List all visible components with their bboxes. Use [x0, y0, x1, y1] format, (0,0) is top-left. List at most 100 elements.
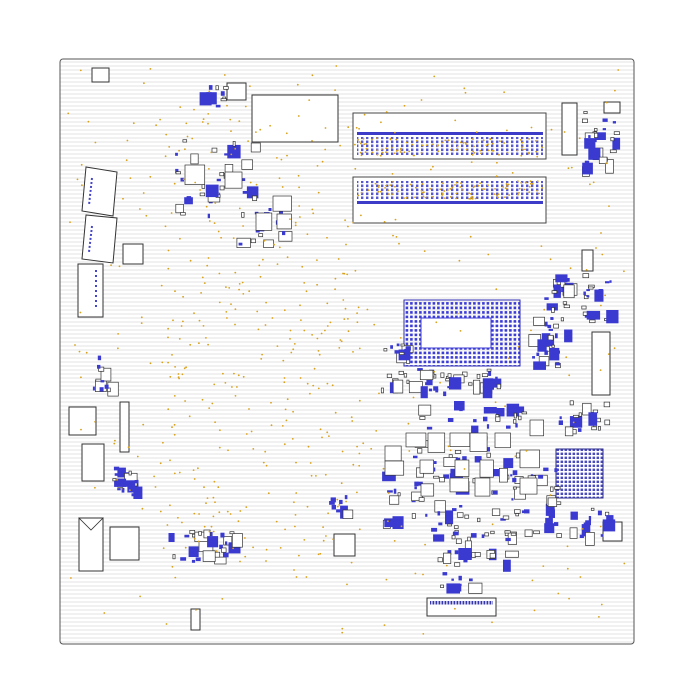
via — [193, 512, 196, 515]
via — [205, 502, 207, 505]
via — [508, 194, 511, 196]
smd-pad — [506, 425, 511, 429]
via — [234, 147, 237, 150]
via — [331, 384, 334, 387]
small-component — [551, 307, 555, 313]
via — [184, 400, 187, 402]
via — [167, 327, 170, 330]
via — [497, 196, 499, 199]
via — [391, 173, 394, 175]
smd-pad — [393, 488, 397, 494]
via — [522, 148, 525, 151]
via — [162, 441, 164, 444]
via — [276, 157, 278, 159]
small-component — [175, 203, 184, 214]
via — [167, 361, 170, 364]
smd-pad — [606, 310, 619, 324]
via — [495, 175, 498, 178]
via — [394, 218, 397, 221]
via — [273, 243, 275, 246]
via — [599, 525, 602, 528]
via — [181, 521, 183, 524]
via — [334, 277, 337, 280]
small-component — [223, 536, 233, 546]
smd-pad — [238, 242, 243, 246]
via — [341, 631, 344, 634]
via — [518, 187, 521, 190]
via — [600, 304, 602, 307]
via — [265, 560, 267, 562]
via — [316, 283, 318, 286]
smd-pad — [524, 509, 530, 514]
smd-pad — [538, 474, 544, 479]
via — [259, 128, 262, 131]
small-component — [604, 419, 611, 426]
via — [211, 402, 214, 405]
via — [454, 184, 456, 186]
via — [127, 446, 130, 449]
via — [256, 310, 259, 313]
smd-pad — [175, 152, 178, 156]
via — [167, 249, 170, 252]
via — [298, 186, 300, 189]
via — [549, 494, 552, 496]
via — [444, 197, 446, 200]
via — [69, 221, 71, 224]
via — [474, 185, 476, 188]
via — [265, 301, 267, 304]
small-component — [252, 195, 258, 201]
via — [355, 126, 358, 129]
via — [534, 140, 537, 142]
large-component-top — [251, 94, 339, 143]
via — [376, 153, 379, 156]
via — [118, 265, 121, 268]
via — [140, 316, 143, 319]
via — [454, 607, 456, 610]
small-component — [95, 378, 102, 382]
via — [103, 612, 106, 614]
via — [201, 398, 204, 401]
via — [623, 562, 626, 565]
via — [531, 579, 534, 582]
via — [167, 336, 169, 339]
via — [345, 500, 347, 503]
via — [542, 565, 545, 567]
via — [538, 192, 540, 195]
via — [198, 342, 200, 345]
via — [536, 189, 538, 192]
smd-pad — [97, 364, 101, 369]
via — [579, 576, 582, 578]
via — [214, 202, 217, 204]
small-component — [203, 529, 211, 539]
via — [523, 188, 526, 191]
smd-pad — [329, 501, 335, 505]
via — [487, 149, 490, 152]
via — [129, 177, 132, 180]
via — [173, 423, 176, 426]
smd-pad — [450, 468, 455, 474]
via — [311, 334, 313, 336]
via — [261, 353, 263, 356]
via — [506, 151, 509, 154]
via — [408, 150, 411, 153]
via — [414, 196, 416, 199]
via — [524, 181, 527, 184]
via — [217, 486, 220, 489]
via — [173, 182, 176, 185]
via — [497, 193, 500, 196]
via — [217, 230, 220, 233]
small-component — [175, 171, 181, 175]
via — [226, 317, 228, 319]
via — [306, 505, 309, 508]
via — [517, 345, 520, 348]
via — [474, 197, 477, 200]
smd-pad — [188, 546, 199, 557]
via — [377, 190, 380, 193]
via — [181, 373, 184, 376]
via — [585, 269, 588, 271]
smd-pad — [438, 522, 443, 526]
small-component — [513, 419, 517, 424]
small-component — [474, 552, 481, 557]
via — [294, 525, 296, 528]
via — [298, 205, 301, 207]
